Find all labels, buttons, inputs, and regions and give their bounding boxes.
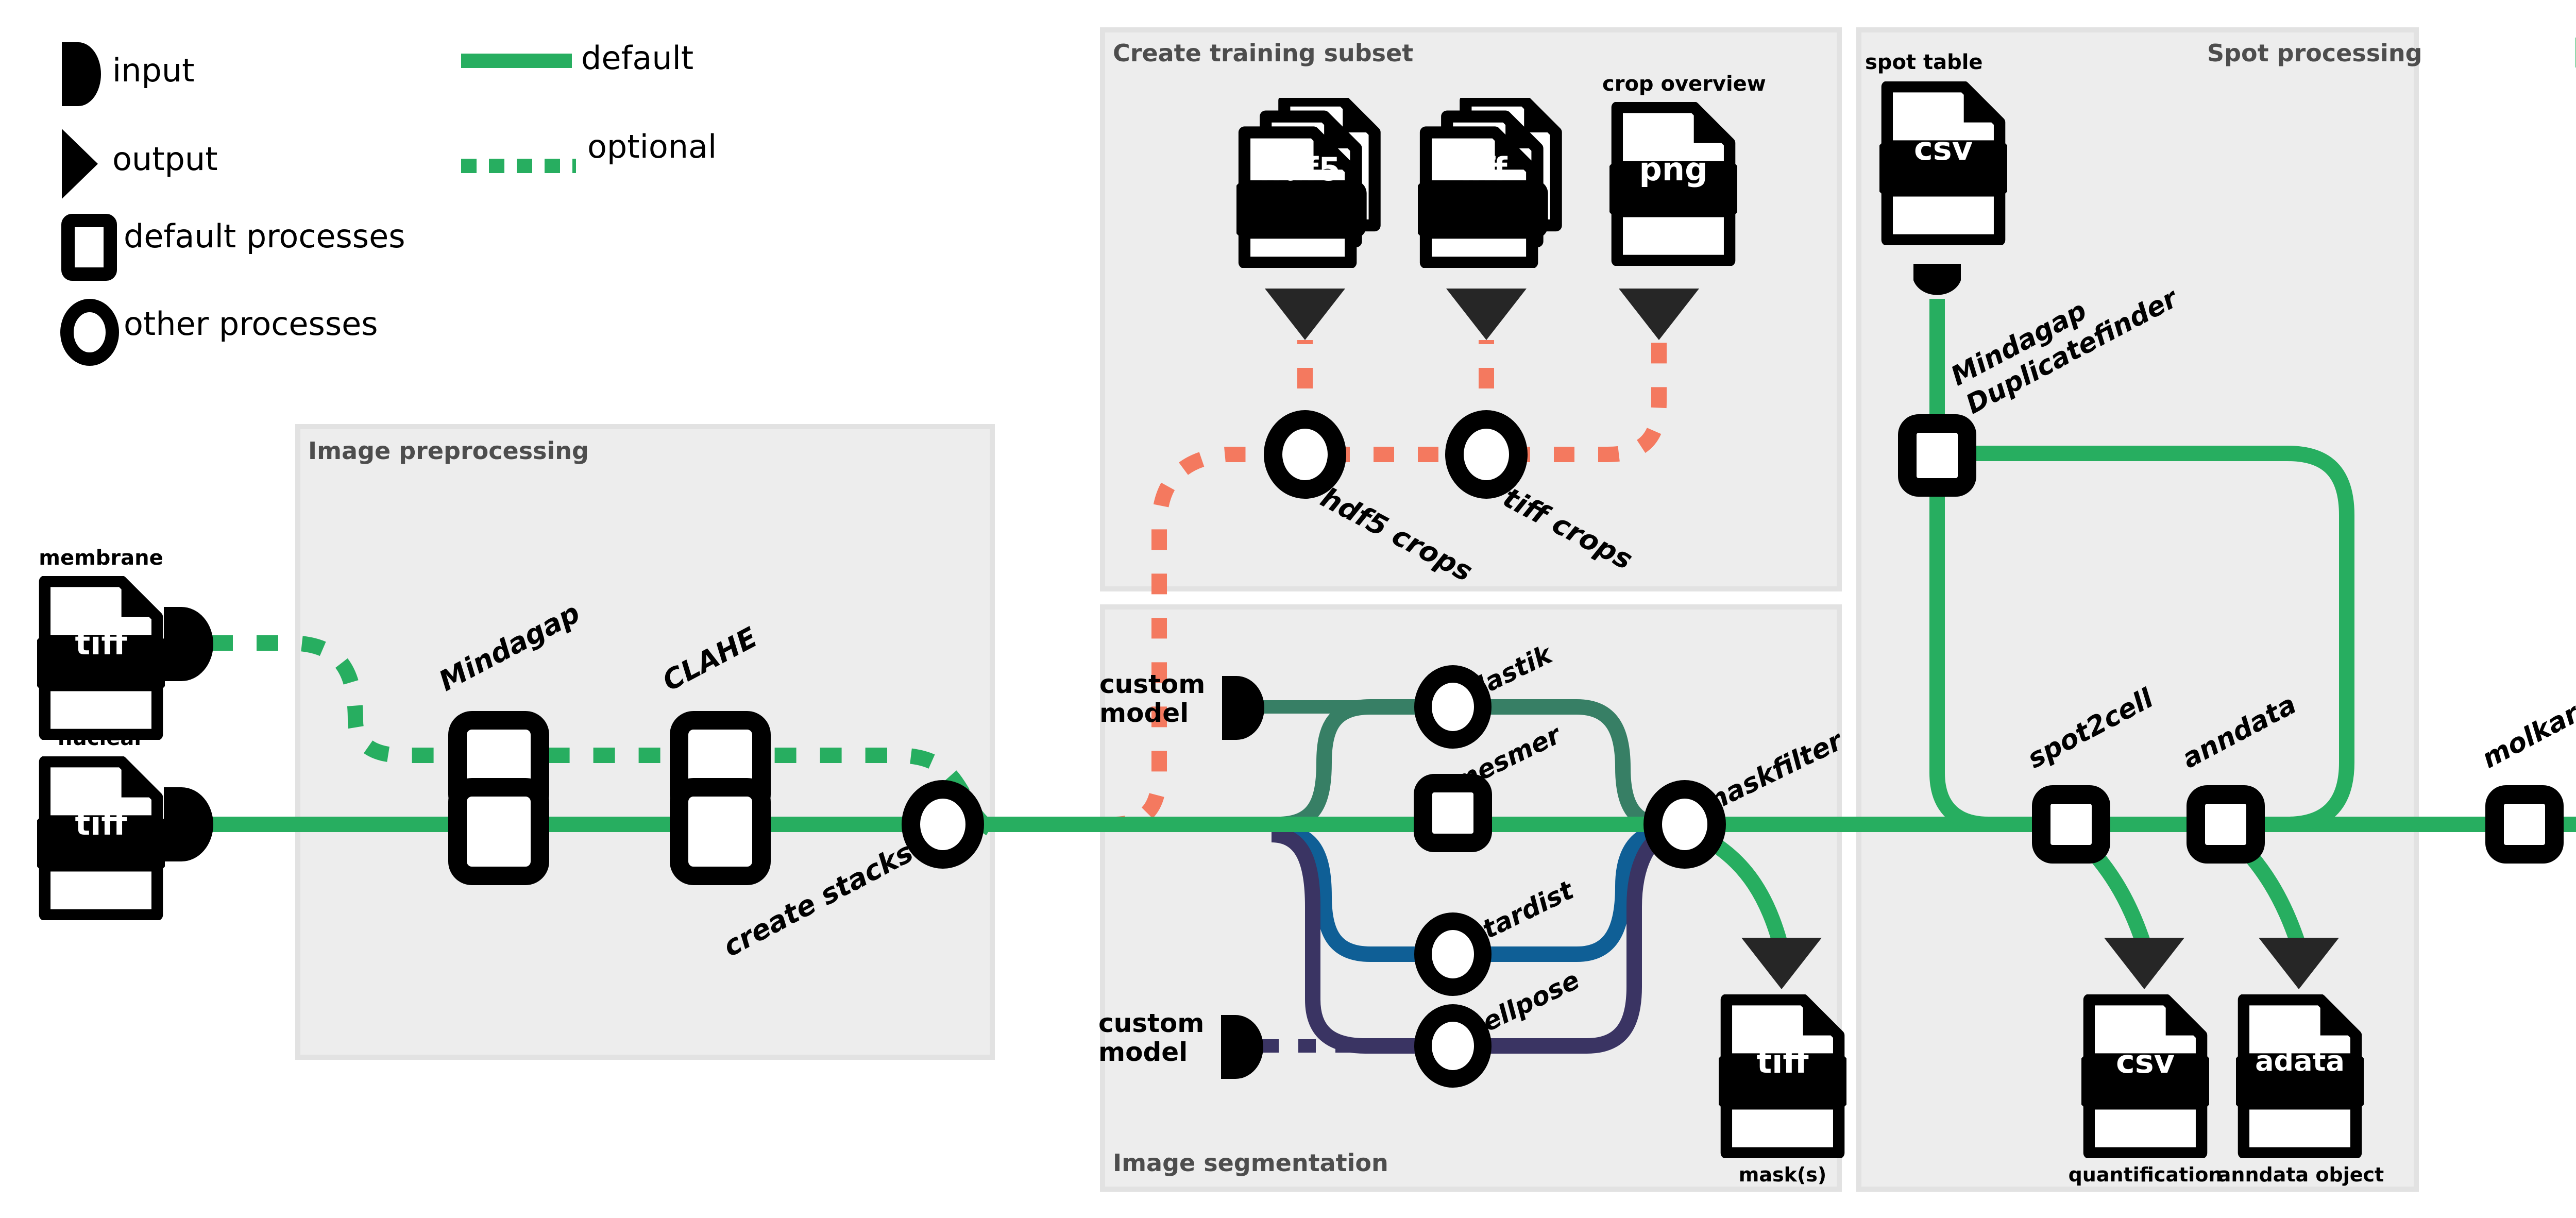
legend-label-output: output xyxy=(112,140,218,178)
custom-model-cellpose-line1: custom xyxy=(1098,1008,1205,1038)
file-ext-hdf5: hdf5 xyxy=(1259,150,1341,188)
process-node-mindagap-duplicatefinder[interactable] xyxy=(1898,414,1976,497)
file-ext-tiff-crops: tiff xyxy=(1455,150,1507,188)
process-node-spot2cell[interactable] xyxy=(2032,785,2110,864)
edge-tiffcrops-to-png xyxy=(1510,340,1667,462)
process-node-anndata[interactable] xyxy=(2187,785,2265,864)
legend-label-default-processes: default processes xyxy=(124,217,405,255)
output-arrow-hdf5 xyxy=(1265,289,1345,340)
legend-label-other-processes: other processes xyxy=(124,305,378,343)
custom-model-line2: model xyxy=(1099,698,1189,728)
input-marker-spot-table xyxy=(1913,264,1961,295)
caption-nuclear: nuclear xyxy=(57,726,145,750)
caption-spot-table: spot table xyxy=(1865,50,1983,74)
output-arrow-adata xyxy=(2259,938,2339,989)
file-ext-quantification-csv: csv xyxy=(2115,1043,2175,1080)
process-node-create-stacks[interactable] xyxy=(902,780,984,869)
label-custom-model-cellpose: custom model xyxy=(1098,1009,1204,1067)
process-node-cellpose[interactable] xyxy=(1414,1004,1492,1088)
output-arrow-quantification xyxy=(2104,938,2184,989)
process-node-molkartqc[interactable] xyxy=(2485,785,2564,864)
legend-icons xyxy=(60,42,576,366)
output-arrows xyxy=(1265,289,2339,989)
edge-duplicatefinder-down xyxy=(1929,464,2056,832)
caption-masks: mask(s) xyxy=(1738,1163,1827,1186)
process-node-maskfilter[interactable] xyxy=(1643,780,1726,869)
square-node-icon xyxy=(61,214,117,281)
process-node-mindagap[interactable] xyxy=(448,711,549,885)
edge-duplicatefinder-right xyxy=(1953,446,2354,832)
legend-label-optional-line: optional xyxy=(587,128,717,165)
legend-label-default-line: default xyxy=(581,39,694,77)
input-markers xyxy=(164,264,1961,1079)
file-ext-png: png xyxy=(1639,150,1708,188)
process-node-stardist[interactable] xyxy=(1414,912,1492,996)
file-ext-adata: adata xyxy=(2255,1045,2345,1077)
legend-label-input: input xyxy=(112,52,195,89)
logo-prefix: nf- xyxy=(2571,17,2576,80)
custom-model-line1: custom xyxy=(1099,669,1206,699)
input-marker-icon xyxy=(62,42,101,106)
output-arrow-png xyxy=(1619,289,1699,340)
panel-title-create-training-subset: Create training subset xyxy=(1113,39,1414,67)
process-node-tiff-crops[interactable] xyxy=(1445,410,1528,499)
file-ext-spot-table-csv: csv xyxy=(1913,130,1973,167)
edge-maskfilter-to-mask xyxy=(1711,838,1788,945)
output-arrow-icon xyxy=(62,129,98,199)
panel-image-preprocessing xyxy=(295,424,995,1060)
file-ext-membrane-tiff: tiff xyxy=(75,624,127,662)
panel-title-spot-processing: Spot processing xyxy=(2207,39,2422,67)
edge-stardist-branch xyxy=(1277,824,1432,962)
edge-createstacks-to-hdf5crops xyxy=(1061,447,1283,832)
input-marker-membrane xyxy=(164,607,213,681)
panel-title-image-preprocessing: Image preprocessing xyxy=(308,437,589,465)
process-node-hdf5-crops[interactable] xyxy=(1264,410,1346,499)
output-arrow-tiff-crops xyxy=(1446,289,1527,340)
process-node-mesmer[interactable] xyxy=(1414,774,1492,852)
file-ext-mask-tiff: tiff xyxy=(1756,1043,1809,1080)
input-marker-custom-model-ilastik xyxy=(1222,676,1264,740)
circle-node-icon xyxy=(60,299,119,366)
caption-quantification: quantification xyxy=(2068,1163,2223,1186)
caption-anndata-object: anndata object xyxy=(2217,1163,2384,1186)
custom-model-cellpose-line2: model xyxy=(1098,1037,1188,1067)
file-ext-nuclear-tiff: tiff xyxy=(75,805,127,842)
input-marker-nuclear xyxy=(164,787,213,861)
edge-stardist-to-maskfilter xyxy=(1473,824,1665,962)
caption-crop-overview: crop overview xyxy=(1602,72,1766,96)
nfcore-logo[interactable]: nf-core/ xyxy=(2571,22,2576,76)
process-node-clahe[interactable] xyxy=(670,711,771,885)
process-node-ilastik[interactable] xyxy=(1414,665,1492,749)
input-marker-custom-model-cellpose xyxy=(1221,1015,1263,1079)
caption-membrane: membrane xyxy=(39,546,163,570)
label-custom-model-ilastik: custom model xyxy=(1099,670,1205,728)
edge-membrane-optional xyxy=(211,635,866,763)
output-arrow-mask xyxy=(1741,938,1822,989)
panel-title-image-segmentation: Image segmentation xyxy=(1113,1149,1388,1177)
logo-line-top: nf-core/ xyxy=(2571,22,2576,76)
